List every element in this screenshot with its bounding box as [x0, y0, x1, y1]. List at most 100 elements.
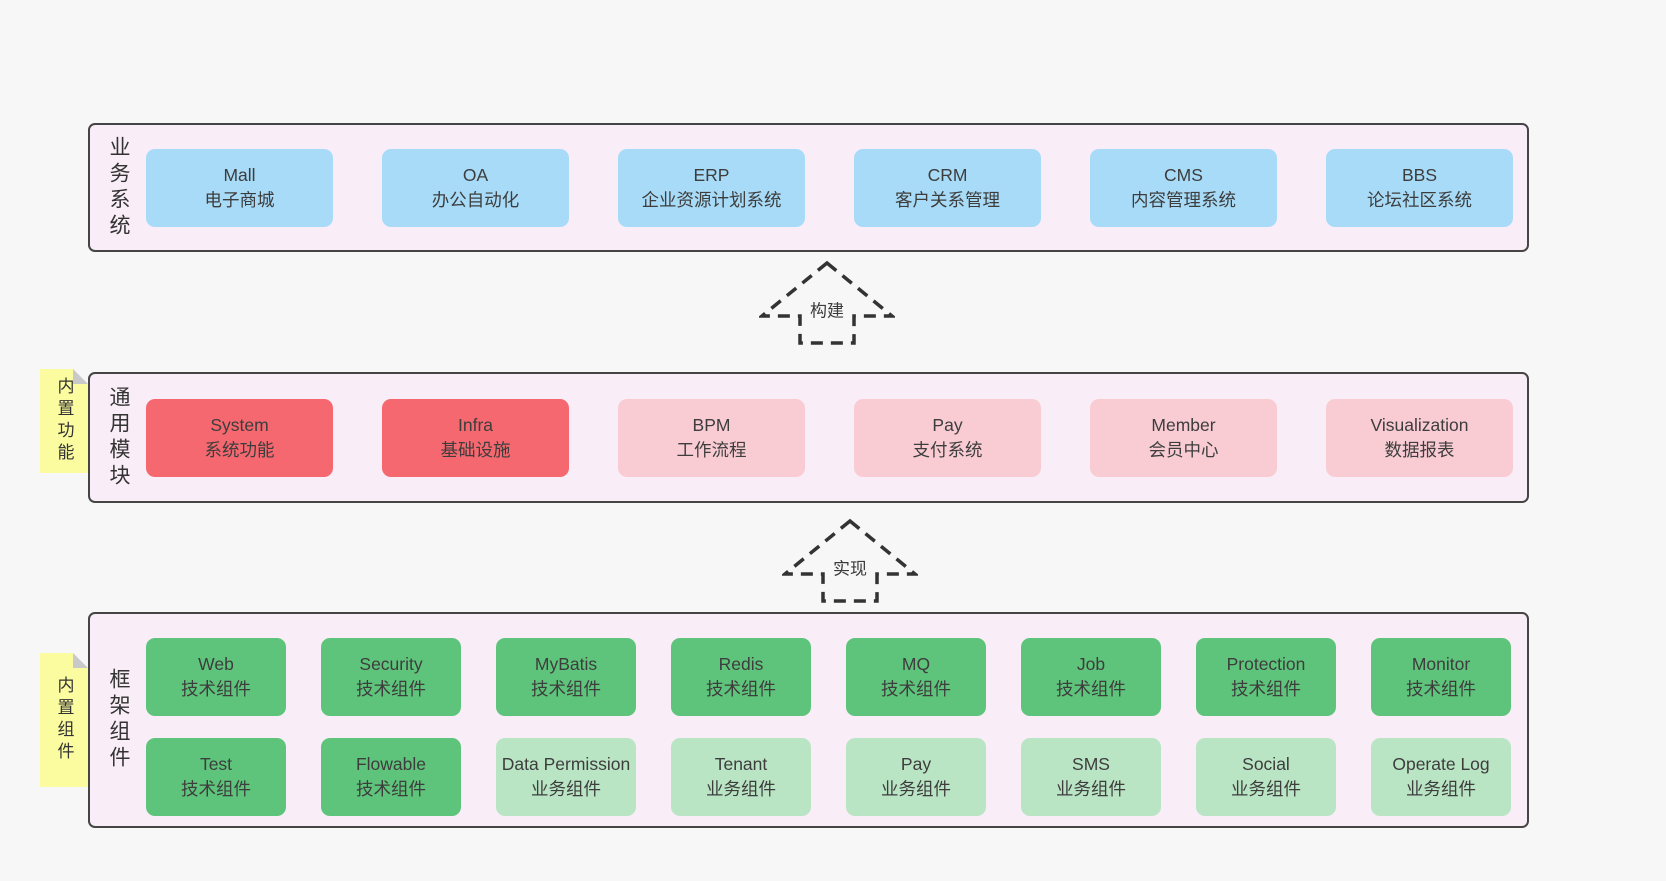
box-name: Security — [359, 654, 423, 674]
box-name: Visualization — [1370, 414, 1469, 435]
component-box-security: Security 技术组件 — [321, 638, 461, 716]
box-name: System — [210, 414, 269, 435]
component-box-monitor: Monitor 技术组件 — [1371, 638, 1511, 716]
box-name: Operate Log — [1392, 754, 1490, 774]
component-box-protection: Protection 技术组件 — [1196, 638, 1336, 716]
box-desc: 支付系统 — [912, 439, 983, 460]
component-box-mybatis: MyBatis 技术组件 — [496, 638, 636, 716]
box-desc: 技术组件 — [356, 779, 426, 799]
box-name: Mall — [223, 164, 256, 185]
box-desc: 业务组件 — [1056, 779, 1126, 799]
box-name: Job — [1076, 654, 1106, 674]
box-name: Social — [1242, 754, 1290, 774]
box-name: OA — [462, 164, 489, 185]
box-desc: 业务组件 — [881, 779, 951, 799]
builtin-features-note: 内置功能 — [40, 369, 88, 473]
box-desc: 技术组件 — [356, 679, 426, 699]
business-box-erp: ERP 企业资源计划系统 — [618, 148, 805, 227]
box-desc: 电子商城 — [204, 189, 275, 210]
component-box-job: Job 技术组件 — [1021, 638, 1161, 716]
box-name: MQ — [901, 654, 931, 674]
box-name: Web — [198, 654, 234, 674]
box-name: Monitor — [1411, 654, 1471, 674]
component-box-pay: Pay 业务组件 — [846, 738, 986, 816]
up-arrow-icon — [782, 518, 918, 603]
box-name: ERP — [693, 164, 730, 185]
builtin-components-note: 内置组件 — [40, 653, 88, 787]
component-box-flowable: Flowable 技术组件 — [321, 738, 461, 816]
box-name: BPM — [692, 414, 731, 435]
box-desc: 技术组件 — [531, 679, 601, 699]
box-desc: 技术组件 — [881, 679, 951, 699]
component-box-operate-log: Operate Log 业务组件 — [1371, 738, 1511, 816]
common-modules-panel: 通用模块 System 系统功能 Infra 基础设施 BPM 工作流程 Pay… — [88, 372, 1529, 503]
box-desc: 工作流程 — [676, 439, 747, 460]
box-name: Infra — [457, 414, 494, 435]
build-arrow: 构建 — [759, 259, 895, 347]
business-systems-boxes: Mall 电子商城 OA 办公自动化 ERP 企业资源计划系统 CRM 客户关系… — [146, 125, 1533, 250]
box-desc: 基础设施 — [440, 439, 511, 460]
component-box-social: Social 业务组件 — [1196, 738, 1336, 816]
module-box-system: System 系统功能 — [146, 398, 333, 477]
box-name: Pay — [932, 414, 963, 435]
box-desc: 业务组件 — [1406, 779, 1476, 799]
component-box-tenant: Tenant 业务组件 — [671, 738, 811, 816]
component-box-mq: MQ 技术组件 — [846, 638, 986, 716]
framework-components-rows: Web 技术组件 Security 技术组件 MyBatis 技术组件 Redi… — [146, 614, 1531, 826]
business-systems-panel: 业务系统 Mall 电子商城 OA 办公自动化 ERP 企业资源计划系统 CRM… — [88, 123, 1529, 252]
box-desc: 论坛社区系统 — [1367, 189, 1472, 210]
box-desc: 系统功能 — [204, 439, 275, 460]
builtin-components-note-label: 内置组件 — [54, 676, 74, 764]
box-name: CMS — [1164, 164, 1203, 185]
box-name: Protection — [1226, 654, 1306, 674]
box-name: Data Permission — [501, 754, 631, 774]
components-row-2: Test 技术组件 Flowable 技术组件 Data Permission … — [146, 738, 1511, 816]
box-name: Redis — [718, 654, 764, 674]
module-box-visualization: Visualization 数据报表 — [1326, 398, 1513, 477]
common-modules-boxes: System 系统功能 Infra 基础设施 BPM 工作流程 Pay 支付系统… — [146, 374, 1533, 501]
components-row-1: Web 技术组件 Security 技术组件 MyBatis 技术组件 Redi… — [146, 638, 1511, 716]
box-desc: 业务组件 — [706, 779, 776, 799]
component-box-redis: Redis 技术组件 — [671, 638, 811, 716]
module-box-bpm: BPM 工作流程 — [618, 398, 805, 477]
module-box-pay: Pay 支付系统 — [854, 398, 1041, 477]
box-desc: 会员中心 — [1148, 439, 1219, 460]
box-name: CRM — [927, 164, 968, 185]
business-box-crm: CRM 客户关系管理 — [854, 148, 1041, 227]
box-name: Flowable — [355, 754, 427, 774]
box-desc: 技术组件 — [181, 779, 251, 799]
component-box-sms: SMS 业务组件 — [1021, 738, 1161, 816]
framework-components-label: 框架组件 — [107, 668, 130, 772]
business-box-mall: Mall 电子商城 — [146, 148, 333, 227]
implement-arrow-label: 实现 — [829, 552, 871, 582]
box-name: Test — [199, 754, 233, 774]
module-box-member: Member 会员中心 — [1090, 398, 1277, 477]
box-desc: 技术组件 — [1056, 679, 1126, 699]
box-desc: 技术组件 — [1406, 679, 1476, 699]
box-desc: 技术组件 — [706, 679, 776, 699]
component-box-test: Test 技术组件 — [146, 738, 286, 816]
box-name: Member — [1151, 414, 1216, 435]
box-name: SMS — [1072, 754, 1110, 774]
box-desc: 技术组件 — [181, 679, 251, 699]
implement-arrow: 实现 — [782, 517, 918, 605]
box-desc: 业务组件 — [531, 779, 601, 799]
builtin-features-note-label: 内置功能 — [54, 377, 74, 465]
box-name: MyBatis — [534, 654, 598, 674]
business-systems-label: 业务系统 — [107, 135, 130, 240]
build-arrow-label: 构建 — [806, 294, 848, 324]
box-name: BBS — [1401, 164, 1438, 185]
component-box-web: Web 技术组件 — [146, 638, 286, 716]
box-name: Tenant — [714, 754, 768, 774]
common-modules-label: 通用模块 — [107, 385, 130, 490]
box-desc: 技术组件 — [1231, 679, 1301, 699]
box-desc: 内容管理系统 — [1131, 189, 1236, 210]
box-name: Pay — [900, 754, 932, 774]
business-box-cms: CMS 内容管理系统 — [1090, 148, 1277, 227]
framework-components-panel: 框架组件 Web 技术组件 Security 技术组件 MyBatis 技术组件… — [88, 612, 1529, 828]
box-desc: 企业资源计划系统 — [641, 189, 782, 210]
component-box-data-permission: Data Permission 业务组件 — [496, 738, 636, 816]
box-desc: 数据报表 — [1384, 439, 1455, 460]
business-box-oa: OA 办公自动化 — [382, 148, 569, 227]
